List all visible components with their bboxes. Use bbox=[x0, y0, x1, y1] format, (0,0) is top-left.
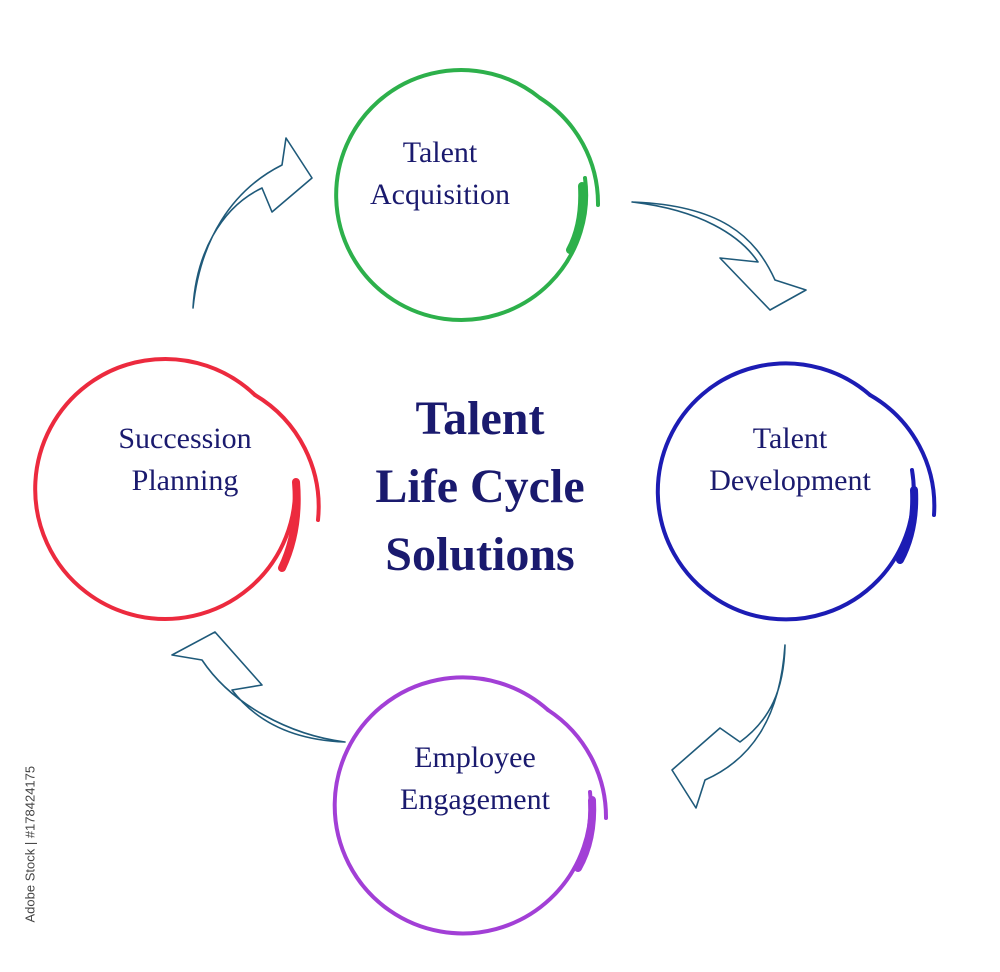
node-label-employee-engagement: Employee Engagement bbox=[370, 737, 580, 821]
arrow-development-to-engagement bbox=[671, 644, 786, 809]
circle-talent-development bbox=[655, 361, 937, 622]
diagram-title: Talent Life Cycle Solutions bbox=[300, 385, 660, 589]
node-label-talent-acquisition: Talent Acquisition bbox=[340, 132, 540, 216]
circle-succession-planning bbox=[33, 357, 321, 621]
arrow-succession-to-acquisition bbox=[192, 137, 313, 309]
title-line: Solutions bbox=[385, 528, 575, 581]
node-line: Planning bbox=[131, 464, 239, 497]
node-line: Talent bbox=[402, 136, 478, 169]
node-line: Talent bbox=[752, 422, 828, 455]
node-label-succession-planning: Succession Planning bbox=[70, 418, 300, 502]
title-line: Life Cycle bbox=[375, 460, 585, 513]
title-line: Talent bbox=[415, 392, 545, 445]
node-line: Employee bbox=[414, 741, 536, 774]
circle-talent-acquisition bbox=[334, 68, 601, 322]
arrow-engagement-to-succession bbox=[171, 631, 346, 743]
node-label-talent-development: Talent Development bbox=[680, 418, 900, 502]
node-line: Acquisition bbox=[370, 178, 510, 211]
node-line: Engagement bbox=[400, 783, 550, 816]
node-line: Development bbox=[709, 464, 871, 497]
circle-employee-engagement bbox=[332, 675, 609, 936]
node-line: Succession bbox=[118, 422, 252, 455]
arrow-acquisition-to-development bbox=[631, 201, 807, 311]
stock-id-watermark: Adobe Stock | #178424175 bbox=[22, 765, 38, 923]
